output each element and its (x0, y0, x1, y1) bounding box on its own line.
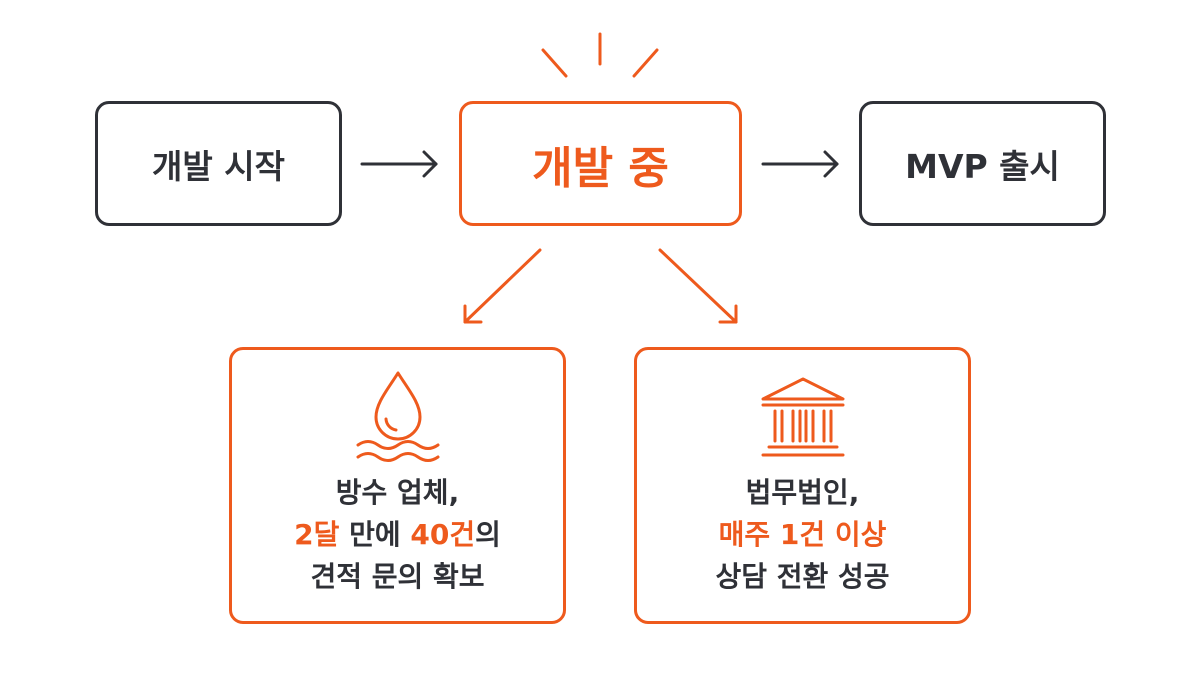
courthouse-icon (755, 366, 851, 468)
node-start: 개발 시작 (95, 101, 342, 226)
waterproofing-line-1: 방수 업체, (335, 476, 460, 509)
node-current-label: 개발 중 (532, 142, 669, 194)
node-start-label: 개발 시작 (152, 146, 285, 186)
node-end: MVP 출시 (859, 101, 1106, 226)
arrow-dev-to-mvp (761, 150, 839, 178)
node-end-label: MVP 출시 (905, 146, 1060, 186)
node-current: 개발 중 (459, 101, 742, 226)
burst-lines (541, 32, 659, 78)
lawfirm-line-3: 상담 전환 성공 (715, 560, 890, 593)
arrow-start-to-dev (360, 150, 438, 178)
highlight-period: 2달 (294, 518, 340, 551)
waterproofing-line-3: 견적 문의 확보 (310, 560, 485, 593)
lawfirm-result-text: 법무법인, 매주 1건 이상 상담 전환 성공 (715, 472, 889, 598)
lawfirm-line-1: 법무법인, (745, 476, 860, 509)
text-segment: 만에 (339, 518, 411, 551)
text-segment: 의 (475, 518, 501, 551)
arrow-dev-to-left-card (463, 248, 542, 324)
waterproofing-result-text: 방수 업체, 2달 만에 40건의 견적 문의 확보 (294, 472, 501, 598)
arrow-dev-to-right-card (658, 248, 738, 324)
result-card-waterproofing: 방수 업체, 2달 만에 40건의 견적 문의 확보 (229, 347, 566, 624)
highlight-count: 40건 (410, 518, 476, 551)
waterproofing-line-2: 2달 만에 40건의 (294, 514, 501, 556)
result-card-lawfirm: 법무법인, 매주 1건 이상 상담 전환 성공 (634, 347, 971, 624)
lawfirm-line-2: 매주 1건 이상 (718, 518, 887, 551)
water-drop-icon (348, 366, 448, 468)
